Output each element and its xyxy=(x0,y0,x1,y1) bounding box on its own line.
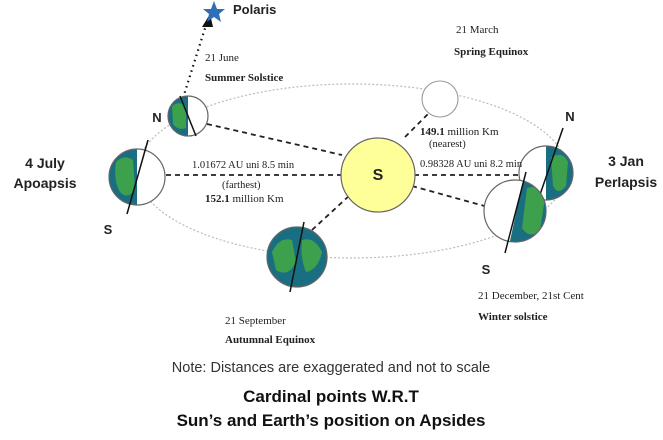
spring-date: 21 March xyxy=(456,24,499,36)
periapsis-date: 3 Jan xyxy=(608,153,644,169)
apoapsis-date: 4 July xyxy=(25,155,65,171)
diagram-title-line1: Cardinal points W.R.T xyxy=(243,387,419,406)
earth-summer-solstice xyxy=(167,95,209,137)
earth-autumnal-equinox xyxy=(266,221,328,293)
near-tag: (nearest) xyxy=(429,139,466,150)
sun-label: S xyxy=(373,167,384,184)
pole-label-n-periapsis: N xyxy=(565,109,574,124)
pole-label-s-winter: S xyxy=(482,262,491,277)
far-km-value: 152.1 xyxy=(205,193,230,205)
near-distance-km: 149.1 million Km xyxy=(420,126,499,138)
periapsis-label: Perlapsis xyxy=(595,174,657,190)
far-tag: (farthest) xyxy=(222,180,261,191)
diagram-title-line2: Sun’s and Earth’s position on Apsides xyxy=(177,411,486,430)
sun xyxy=(340,137,416,213)
far-distance-au: 1.01672 AU uni 8.5 min xyxy=(192,160,295,171)
line-spring xyxy=(404,112,430,138)
line-summer xyxy=(206,123,343,156)
sun-earth-lines xyxy=(166,112,520,231)
autumn-name: Autumnal Equinox xyxy=(225,334,316,346)
far-km-unit: million Km xyxy=(230,193,284,205)
spring-name: Spring Equinox xyxy=(454,46,529,58)
summer-date: 21 June xyxy=(205,52,239,64)
polaris-direction xyxy=(181,21,209,99)
pole-label-n-apoapsis: N xyxy=(152,110,161,125)
earth-apoapsis xyxy=(108,139,166,215)
apoapsis-label: Apoapsis xyxy=(13,175,76,191)
line-autumn xyxy=(311,194,351,231)
winter-date: 21 December, 21st Cent xyxy=(478,290,584,302)
far-distance-km: 152.1 million Km xyxy=(205,193,284,205)
winter-name: Winter solstice xyxy=(478,311,548,323)
autumn-date: 21 September xyxy=(225,315,286,327)
summer-name: Summer Solstice xyxy=(205,72,283,84)
earth-spring-equinox xyxy=(421,80,459,118)
line-winter xyxy=(411,185,489,208)
star-icon xyxy=(203,1,225,22)
near-distance-au: 0.98328 AU uni 8.2 min xyxy=(420,159,523,170)
disclaimer-note: Note: Distances are exaggerated and not … xyxy=(172,360,490,376)
near-km-value: 149.1 xyxy=(420,126,445,138)
polaris-label: Polaris xyxy=(233,2,276,17)
near-km-unit: million Km xyxy=(445,126,499,138)
pole-label-s-apoapsis: S xyxy=(104,222,113,237)
